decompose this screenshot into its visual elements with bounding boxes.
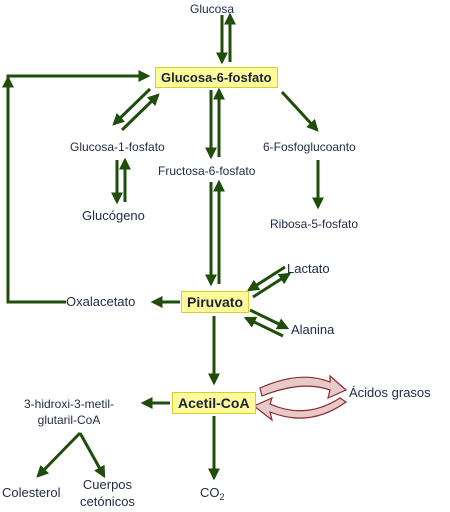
node-glucogeno: Glucógeno xyxy=(82,208,145,223)
node-alanina: Alanina xyxy=(291,322,335,337)
node-acidos-grasos: Ácidos grasos xyxy=(349,385,431,400)
node-glucosa: Glucosa xyxy=(190,2,235,16)
node-6-fosfoglucoanto: 6-Fosfoglucoanto xyxy=(263,140,356,154)
node-oxalacetato: Oxalacetato xyxy=(66,294,136,309)
cycle-arrows-acidos-grasos xyxy=(252,374,348,422)
arrow-lactato-to-piruvato xyxy=(246,265,286,292)
node-colesterol: Colesterol xyxy=(2,485,61,500)
arrow-alanina-to-piruvato xyxy=(243,316,284,338)
node-glucosa-1-fosfato: Glucosa-1-fosfato xyxy=(70,140,165,154)
arrow-g6p-to-fosfoglucoanto xyxy=(280,90,319,132)
node-co2-main: CO xyxy=(200,485,220,500)
arrow-g1p-to-g6p xyxy=(120,93,160,132)
node-fructosa-6-fosfato: Fructosa-6-fosfato xyxy=(158,164,256,178)
node-hmg-coa-line2: glutaril-CoA xyxy=(37,413,101,427)
arrow-hmg-to-colesterol xyxy=(36,431,82,478)
node-cuerpos-line1: Cuerpos xyxy=(82,477,133,492)
node-cuerpos-line2: cetónicos xyxy=(80,494,135,509)
node-co2-subscript: 2 xyxy=(219,492,225,502)
curved-arrow-acidos-to-acetil xyxy=(252,396,348,422)
node-hmg-coa: 3-hidroxi-3-metil- glutaril-CoA xyxy=(24,396,114,428)
arrow-hmg-to-cuerpos xyxy=(78,432,106,479)
node-ribosa-5-fosfato: Ribosa-5-fosfato xyxy=(270,217,359,231)
curved-arrow-acetil-to-acidos xyxy=(259,374,348,400)
node-lactato: Lactato xyxy=(287,261,330,276)
node-cuerpos-cetonicos: Cuerpos cetónicos xyxy=(80,476,135,510)
node-co2: CO2 xyxy=(200,486,225,502)
arrow-piruvato-to-lactato xyxy=(252,272,292,299)
node-glucosa-6-fosfato: Glucosa-6-fosfato xyxy=(155,67,278,88)
node-hmg-coa-line1: 3-hidroxi-3-metil- xyxy=(24,397,115,411)
arrow-piruvato-to-alanina xyxy=(249,308,290,330)
node-acetil-coa: Acetil-CoA xyxy=(172,392,256,414)
node-piruvato: Piruvato xyxy=(181,291,250,313)
arrow-g6p-to-g1p xyxy=(112,87,152,126)
